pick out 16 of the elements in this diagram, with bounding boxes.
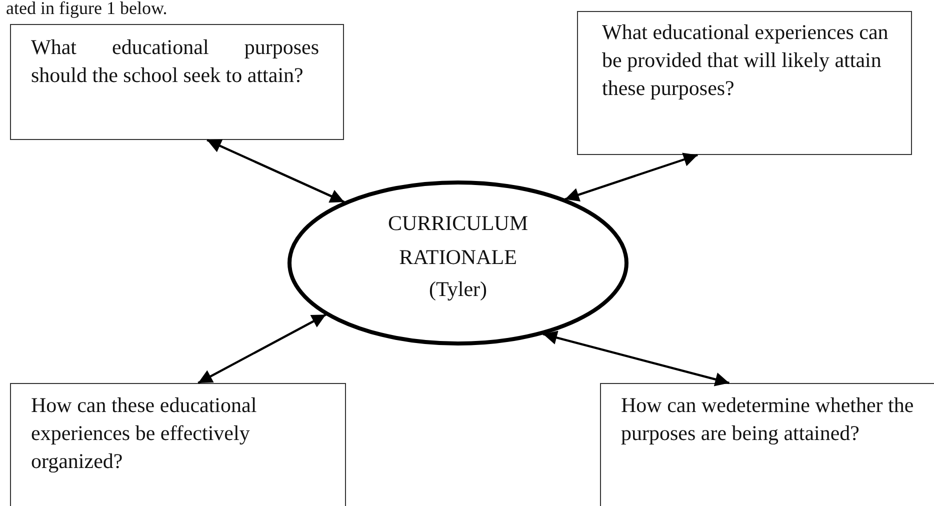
question-box — [577, 11, 912, 155]
question-box — [10, 24, 344, 140]
question-text: How can these educational experiences be effectively organized? — [31, 392, 258, 475]
question-text: What educational experiences can be provided that will likely attain these purposes? — [602, 19, 890, 102]
ellipse-title: CURRICULUM RATIONALE — [388, 210, 528, 271]
double-arrow — [198, 314, 326, 384]
question-text: What educational purposes should the school seek to attain? — [31, 34, 319, 89]
question-box — [10, 383, 346, 506]
double-arrow — [206, 139, 345, 204]
ellipse-subtitle: (Tyler) — [428, 276, 488, 303]
question-text: How can wedetermine whether the purposes are being attained? — [621, 392, 915, 447]
double-arrow — [564, 152, 698, 202]
question-box — [600, 383, 934, 506]
double-arrow — [542, 330, 730, 386]
body-text-fragment: ated in figure 1 below. — [6, 0, 168, 19]
ellipse-node — [287, 180, 629, 346]
